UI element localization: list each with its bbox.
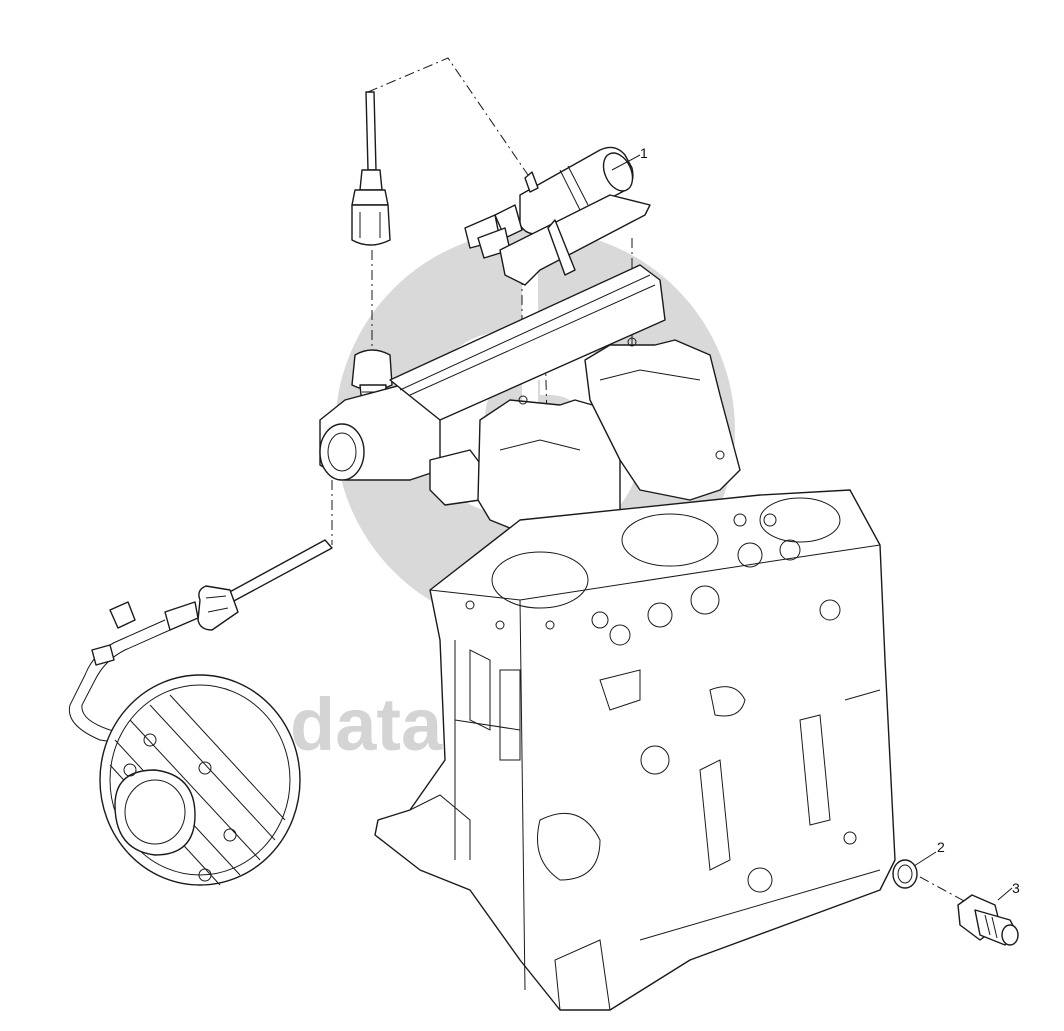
temperature-sensor	[351, 91, 391, 246]
callout-1: 1	[640, 145, 648, 161]
wiring-harness	[68, 539, 333, 746]
temperature-sender	[957, 894, 1019, 946]
callouts: 1 2 3	[611, 145, 1020, 901]
callout-2: 2	[937, 839, 945, 855]
fan-clutch	[99, 674, 301, 886]
callout-3: 3	[1012, 880, 1020, 896]
solenoid-assembly	[464, 146, 651, 286]
thermostat-housing	[319, 379, 486, 506]
sealing-washer	[892, 859, 918, 889]
engine-block	[374, 489, 896, 1011]
